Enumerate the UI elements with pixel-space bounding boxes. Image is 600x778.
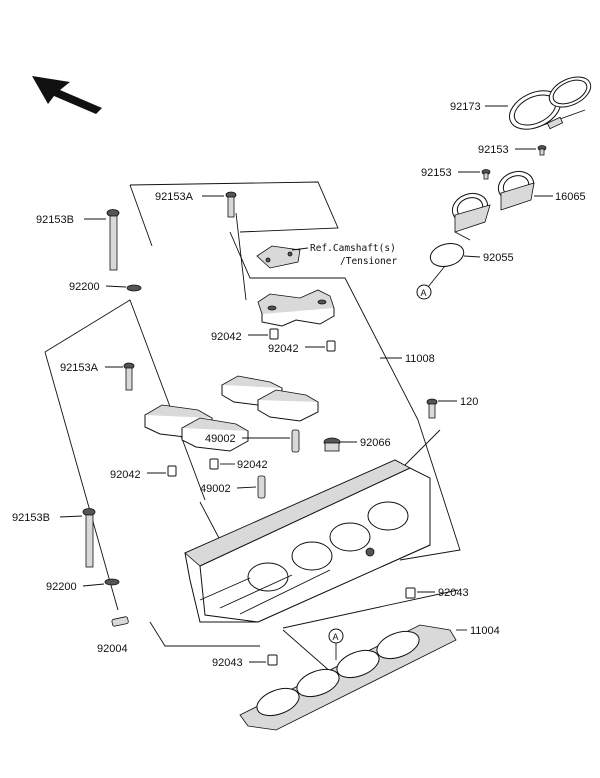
label-92042-a: 92042 — [211, 331, 242, 343]
front-direction-arrow-icon — [32, 76, 102, 114]
label-92004: 92004 — [97, 643, 128, 655]
label-92066: 92066 — [360, 437, 391, 449]
label-92043-right: 92043 — [438, 587, 469, 599]
bolt-92153A-mid — [123, 362, 135, 391]
reference-circle-a-bottom: A — [328, 628, 344, 660]
clamp-band-92173 — [508, 76, 592, 130]
label-49002-b: 49002 — [200, 483, 231, 495]
cam-cap-upper — [257, 289, 335, 327]
bolt-92153B-top — [106, 209, 142, 292]
label-92153-left: 92153 — [421, 167, 452, 179]
label-16065: 16065 — [555, 191, 586, 203]
pin-49002-a — [291, 429, 300, 453]
reference-circle-a-top: A — [416, 265, 446, 300]
label-92200-bottom: 92200 — [46, 581, 77, 593]
label-92153-top: 92153 — [478, 144, 509, 156]
dowel-92042-d — [167, 465, 177, 477]
label-92043-bottom: 92043 — [212, 657, 243, 669]
label-92042-d: 92042 — [110, 469, 141, 481]
label-92042-b: 92042 — [268, 343, 299, 355]
label-11004: 11004 — [470, 625, 500, 637]
label-92200-top: 92200 — [69, 281, 100, 293]
label-92042-c: 92042 — [237, 459, 268, 471]
dowel-92043-bottom — [267, 654, 278, 666]
cam-cap-middle-4 — [181, 417, 249, 452]
dowel-92042-a — [269, 328, 279, 340]
marker-a-top-text: A — [421, 288, 427, 298]
dowel-92043-right — [405, 587, 416, 599]
holder-16065 — [451, 170, 535, 241]
bolt-92153A-top — [225, 191, 247, 301]
o-ring-92055 — [429, 242, 481, 268]
stud-92004 — [111, 616, 129, 627]
ref-camshaft-text: Ref.Camshaft(s) — [310, 243, 396, 254]
label-49002-a: 49002 — [205, 433, 236, 445]
label-92153B-bottom: 92153B — [12, 512, 50, 524]
pin-49002-b — [257, 475, 266, 499]
head-gasket-11004 — [239, 624, 457, 731]
screw-92153-top — [537, 145, 547, 156]
label-92153B-top: 92153B — [36, 214, 74, 226]
screw-92153-left — [481, 169, 491, 180]
label-92173: 92173 — [450, 101, 481, 113]
label-120: 120 — [460, 396, 478, 408]
part-labels: 92173 92153 92153 16065 92055 92153A 921… — [12, 101, 586, 669]
camshaft-ref-bracket — [256, 245, 309, 269]
ref-tensioner-text: /Tensioner — [340, 256, 397, 267]
marker-a-bottom-text: A — [333, 632, 339, 642]
label-92055: 92055 — [483, 252, 514, 264]
dowel-92042-c — [209, 458, 219, 470]
plug-92066 — [323, 437, 341, 452]
bolt-92153B-bottom — [82, 508, 120, 586]
assembly-frame-lines — [44, 181, 461, 681]
label-92153A-mid: 92153A — [60, 362, 99, 374]
dowel-92042-b — [326, 340, 336, 352]
label-92153A-top: 92153A — [155, 191, 194, 203]
bolt-120 — [426, 398, 438, 419]
label-11008: 11008 — [405, 353, 435, 365]
cam-cap-middle-2 — [257, 389, 319, 422]
cylinder-head-11008 — [184, 459, 431, 623]
